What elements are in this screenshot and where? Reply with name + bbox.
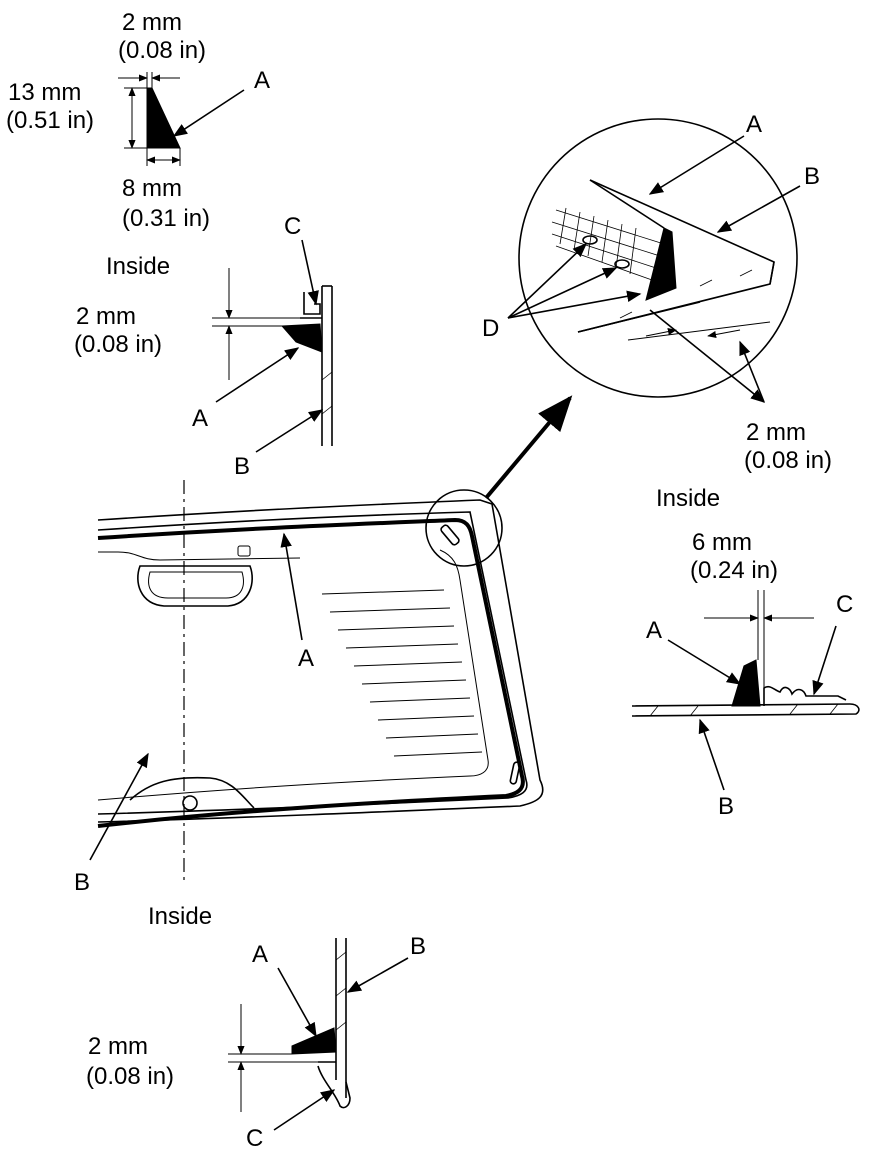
detail-gap-mm: 2 mm bbox=[746, 419, 806, 446]
bottom-section: Inside 2 mm (0.08 in) A B C bbox=[86, 903, 426, 1152]
top-section-gap-mm: 2 mm bbox=[76, 303, 136, 330]
top-section-callout-c: C bbox=[284, 213, 301, 240]
detail-spacer-2 bbox=[614, 259, 630, 269]
bead-callout-a: A bbox=[254, 67, 270, 94]
bead-top-width-mm: 2 mm bbox=[122, 9, 182, 36]
windshield-callout-b: B bbox=[74, 869, 90, 896]
side-section-offset-in: (0.24 in) bbox=[690, 557, 778, 584]
bead-profile-shape bbox=[146, 87, 181, 149]
side-section-offset-mm: 6 mm bbox=[692, 529, 752, 556]
detail-gap-in: (0.08 in) bbox=[744, 447, 832, 474]
bottom-section-callout-b: B bbox=[410, 933, 426, 960]
top-section-callout-a: A bbox=[192, 405, 208, 432]
side-section: Inside 6 mm (0.24 in) A C B bbox=[631, 485, 860, 820]
bottom-section-callout-c: C bbox=[246, 1125, 263, 1152]
top-section-gap-in: (0.08 in) bbox=[74, 331, 162, 358]
detail-bead bbox=[645, 227, 677, 301]
bead-height-mm: 13 mm bbox=[8, 79, 81, 106]
detail-callout-a: A bbox=[746, 111, 762, 138]
top-section: Inside 2 mm (0.08 in) C A B bbox=[74, 213, 333, 480]
detail-leader-arrow bbox=[484, 395, 573, 500]
top-section-inside-label: Inside bbox=[106, 253, 170, 280]
bottom-section-bead bbox=[291, 1027, 337, 1055]
bottom-section-inside-label: Inside bbox=[148, 903, 212, 930]
side-section-callout-c: C bbox=[836, 591, 853, 618]
bead-top-width-in: (0.08 in) bbox=[118, 37, 206, 64]
detail-grid bbox=[551, 207, 665, 281]
bottom-section-gap-mm: 2 mm bbox=[88, 1033, 148, 1060]
detail-circle: D A B 2 mm (0.08 in) bbox=[482, 111, 832, 474]
windshield-overview: A B bbox=[74, 480, 544, 896]
detail-callout-b: B bbox=[804, 163, 820, 190]
windshield-callout-a: A bbox=[298, 645, 314, 672]
detail-callout-d: D bbox=[482, 315, 499, 342]
top-section-bead bbox=[280, 323, 323, 353]
side-section-callout-a: A bbox=[646, 617, 662, 644]
bead-height-in: (0.51 in) bbox=[6, 107, 94, 134]
bead-base-width-in: (0.31 in) bbox=[122, 205, 210, 232]
side-section-bead bbox=[731, 659, 761, 707]
windshield-bead-path bbox=[97, 517, 525, 828]
bead-profile: 2 mm (0.08 in) 13 mm (0.51 in) 8 mm (0.3… bbox=[6, 9, 270, 232]
detail-locator-circle bbox=[425, 489, 503, 567]
bottom-section-gap-in: (0.08 in) bbox=[86, 1063, 174, 1090]
side-section-callout-b: B bbox=[718, 793, 734, 820]
side-section-inside-label: Inside bbox=[656, 485, 720, 512]
bead-base-width-mm: 8 mm bbox=[122, 175, 182, 202]
top-section-callout-b: B bbox=[234, 453, 250, 480]
windshield-stripes bbox=[321, 589, 483, 757]
bottom-section-callout-a: A bbox=[252, 941, 268, 968]
detail-spacer-1 bbox=[582, 235, 598, 245]
